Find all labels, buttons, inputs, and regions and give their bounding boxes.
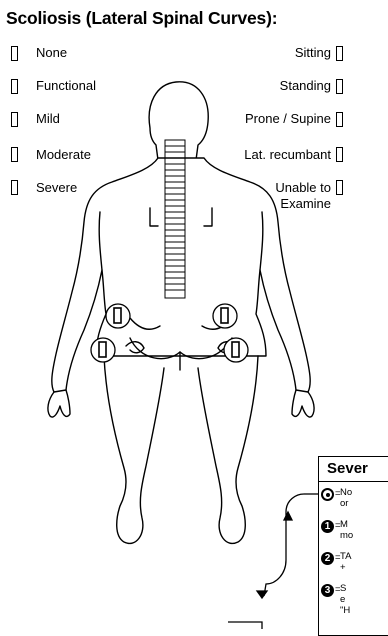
checkbox-upper-left-hip[interactable] (114, 308, 121, 323)
severity-key-divider (319, 481, 388, 482)
severity-key-row-3-line1: S (340, 583, 346, 594)
severity-key-row-0-line2: or (340, 498, 348, 509)
severity-key-title: Sever (327, 460, 368, 477)
severity-key-row-2-line2: + (340, 562, 346, 573)
torso-outline (52, 158, 310, 392)
connector-line (228, 494, 318, 629)
right-leg (198, 356, 258, 543)
head-outline (149, 82, 208, 160)
severity-key-panel: Sever = No or 1 = M mo 2 = TA + 3 = S e … (318, 456, 388, 636)
severity-key-mark-zero (321, 488, 334, 501)
left-leg (104, 356, 164, 543)
severity-key-row-1-line2: mo (340, 530, 353, 541)
severity-key-row-1-line1: M (340, 519, 348, 530)
severity-key-row-3-line3: "H (340, 605, 350, 616)
right-hand (292, 390, 314, 417)
left-hand (48, 390, 70, 417)
severity-key-mark-2: 2 (321, 552, 334, 565)
severity-key-mark-3: 3 (321, 584, 334, 597)
severity-key-row-0-line1: No (340, 487, 352, 498)
severity-key-mark-1: 1 (321, 520, 334, 533)
checkbox-lower-right-hip[interactable] (232, 342, 239, 357)
severity-key-row-3-line2: e (340, 594, 345, 605)
severity-key-row-2-line1: TA (340, 551, 351, 562)
checkbox-lower-left-hip[interactable] (99, 342, 106, 357)
checkbox-upper-right-hip[interactable] (221, 308, 228, 323)
